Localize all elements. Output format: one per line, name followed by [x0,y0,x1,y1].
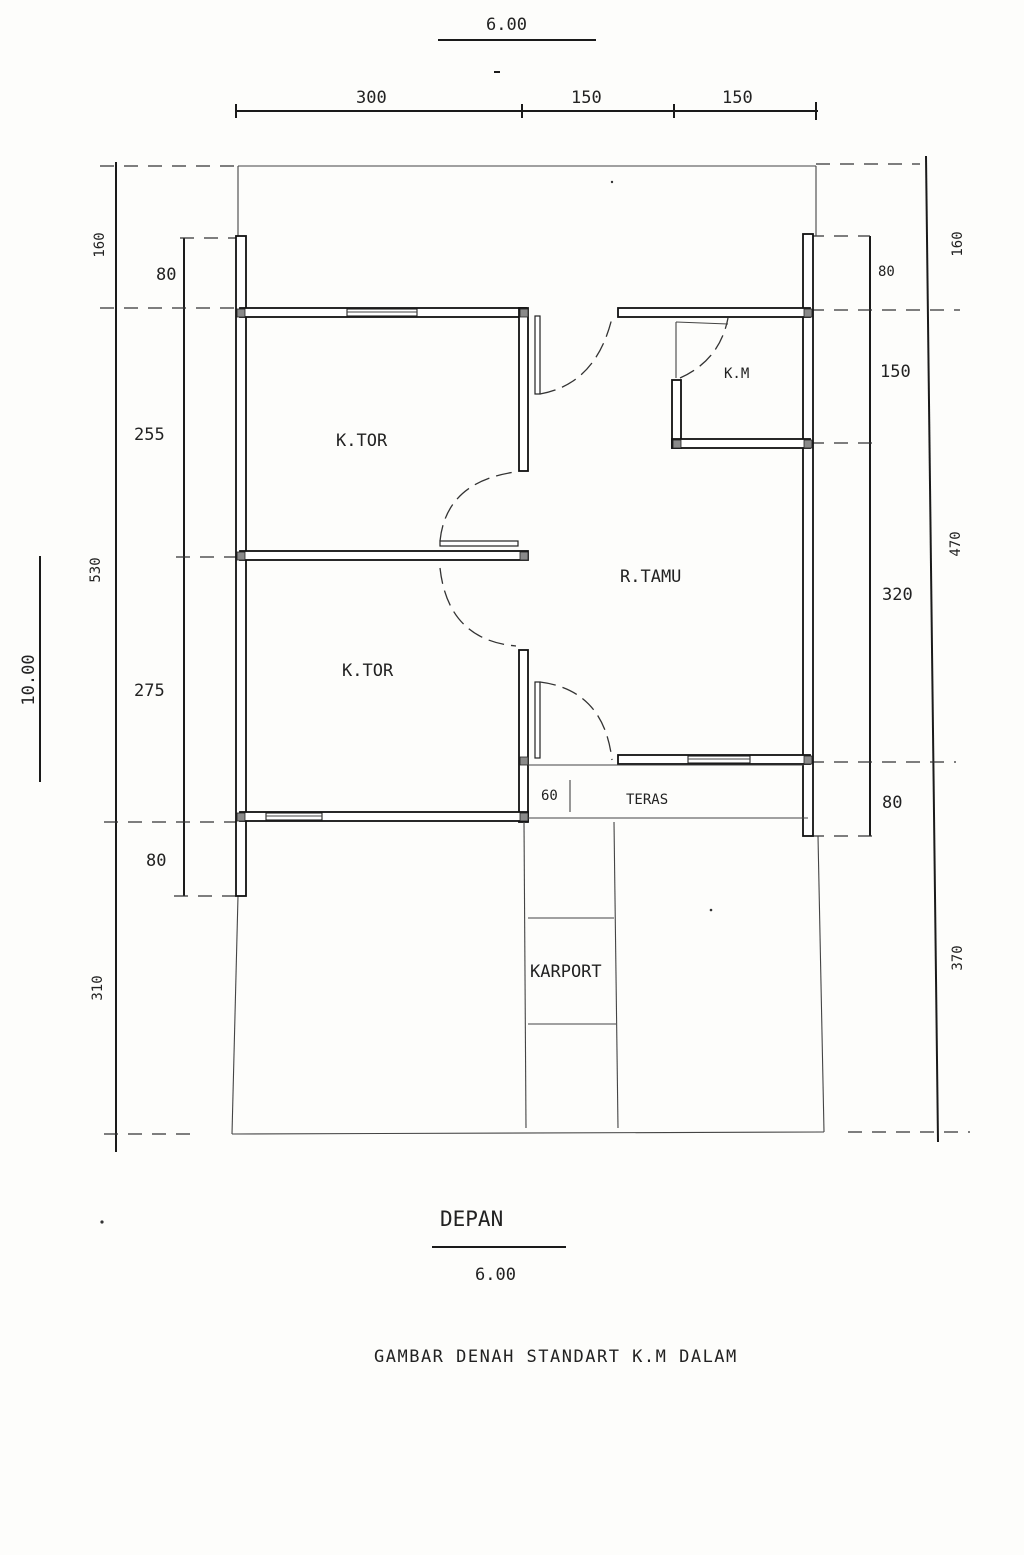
front-label-text: DEPAN [440,1207,503,1231]
wall-bedroom1-right [518,307,529,472]
dim-255: 255 [134,425,165,445]
door-swing-bath [679,317,729,379]
right-inner-dimension: 80 150 320 80 [869,236,913,836]
dim-300: 300 [356,88,387,108]
posts [236,308,813,822]
drawing-caption: GAMBAR DENAH STANDART K.M DALAM [374,1347,738,1367]
label-terrace-dim: 60 [541,788,558,804]
dim-275: 275 [134,681,165,701]
dim-160-left: 160 [92,232,108,257]
dim-150-b: 150 [722,88,753,108]
left-inner-dimension: 80 255 275 80 [134,238,185,896]
right-outer-line [925,155,939,1143]
dim-80-top-left: 80 [156,265,176,285]
door-leaf-top [534,315,541,395]
dim-150-right: 150 [880,362,911,382]
terrace-carport [523,764,808,1129]
top-total-width: 6.00 [486,15,527,35]
wall-bedroom2-right [518,649,529,823]
dim-80-top-right: 80 [878,264,895,280]
wall-left [235,235,247,897]
top-dimension: 6.00 300 150 150 [235,15,818,120]
left-total-length: 10.00 [19,654,39,705]
dim-530-left: 530 [88,557,104,582]
wall-bath-bottom [671,438,811,449]
label-terrace: TERAS [626,792,668,808]
right-outer-dimension: 160 470 370 [925,155,966,1143]
label-bedroom-1: K.TOR [336,431,388,451]
dim-470: 470 [948,531,964,556]
front-width: 6.00 [475,1265,516,1285]
door-leaf-bedroom1 [439,540,519,547]
walls [235,233,814,897]
dim-160-right: 160 [950,231,966,256]
door-leaf-front [534,681,541,759]
wall-right [802,233,814,837]
windows [265,308,751,821]
dim-320: 320 [882,585,913,605]
wall-bath-left [671,379,682,449]
dim-150-a: 150 [571,88,602,108]
door-swing-top [539,317,613,395]
dim-310-left: 310 [90,975,106,1000]
dim-80-bottom-right: 80 [882,793,902,813]
label-living-room: R.TAMU [620,567,681,587]
dim-370: 370 [950,945,966,970]
wall-between-bedrooms [239,550,529,561]
wall-top-bath [617,307,811,318]
left-outer-dimension: 10.00 160 530 310 [19,162,117,1152]
pencil-dot [610,180,614,184]
dim-80-bottom-left: 80 [146,851,166,871]
pencil-dot [100,1220,104,1224]
door-swing-bedroom1 [439,471,516,542]
doors [439,315,729,761]
label-bedroom-2: K.TOR [342,661,394,681]
label-carport: KARPORT [530,962,602,982]
label-bathroom: K.M [724,366,749,382]
pencil-dot [709,908,713,912]
extension-lines [100,163,970,1135]
door-leaf-bath [675,321,729,325]
door-swing-bedroom2 [439,567,517,647]
site-boundary [231,165,825,1135]
room-labels: K.TOR K.TOR K.M R.TAMU TERAS 60 KARPORT [336,366,749,982]
door-swing-front [539,681,613,761]
front-label: DEPAN 6.00 [432,1207,566,1285]
